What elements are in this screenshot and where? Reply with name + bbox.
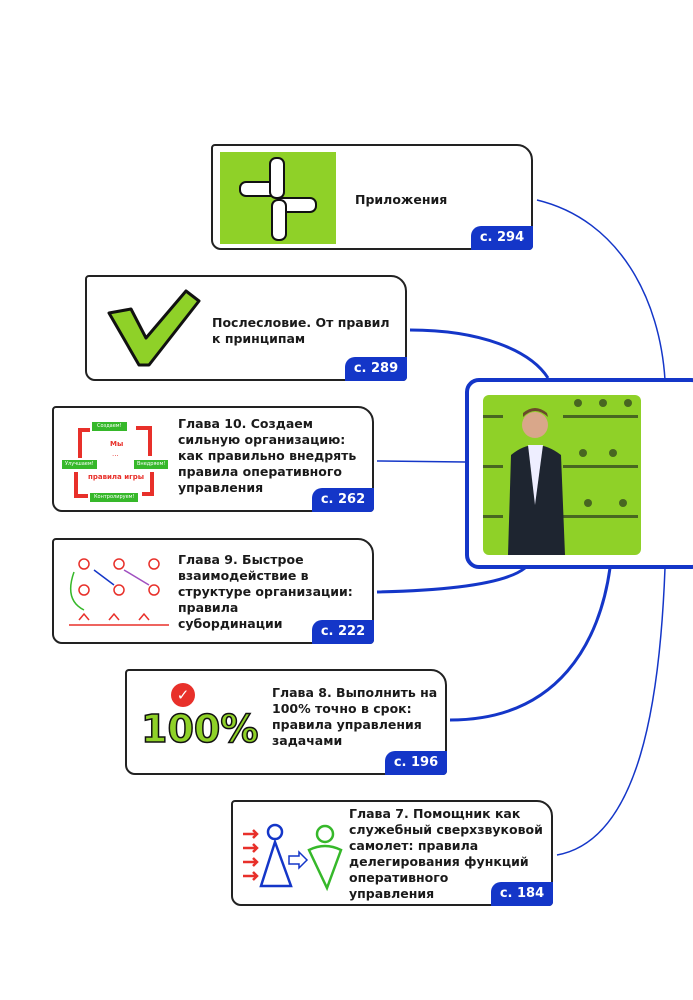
card-title: Глава 8. Выполнить на 100% точно в срок:… <box>272 685 438 748</box>
toc-card-chapter-9[interactable]: Глава 9. Быстрое взаимодействие в структ… <box>52 538 374 644</box>
toc-card-chapter-8[interactable]: ✓ 100% Глава 8. Выполнить на 100% точно … <box>125 669 447 775</box>
connector-line <box>376 460 466 463</box>
checkmark-icon <box>101 283 201 377</box>
author-photo <box>483 395 641 555</box>
card-title: Глава 10. Создаем сильную организацию: к… <box>178 416 357 495</box>
card-title-box: Глава 7. Помощник как служебный сверхзву… <box>349 806 551 904</box>
diagram-label: Контролируем! <box>90 493 139 502</box>
toc-card-chapter-10[interactable]: Создаем! Внедряем! Контролируем! Улучшае… <box>52 406 374 512</box>
cycle-diagram-icon: Создаем! Внедряем! Контролируем! Улучшае… <box>62 422 172 504</box>
diagram-label: Мы <box>110 440 124 448</box>
page-badge: с. 196 <box>385 751 447 775</box>
delegation-icon <box>241 822 351 896</box>
card-title: Глава 7. Помощник как служебный сверхзву… <box>349 806 543 901</box>
toc-card-appendix[interactable]: Приложения с. 294 <box>211 144 533 250</box>
toc-card-chapter-7[interactable]: Глава 7. Помощник как служебный сверхзву… <box>231 800 553 906</box>
org-structure-icon <box>64 550 174 644</box>
toc-card-afterword[interactable]: Послесловие. От правил к принципам с. 28… <box>85 275 407 381</box>
card-title: Глава 9. Быстрое взаимодействие в структ… <box>178 552 353 631</box>
author-photo-frame <box>465 378 693 569</box>
diagram-label: правила игры <box>88 473 145 481</box>
connector-line <box>536 199 666 381</box>
connector-line <box>409 328 550 379</box>
diagram-label: Создаем! <box>92 422 127 431</box>
percent-100-icon: 100% <box>140 706 259 752</box>
card-title-box: Глава 8. Выполнить на 100% точно в срок:… <box>272 685 444 773</box>
card-title: Послесловие. От правил к принципам <box>212 315 390 346</box>
page-badge: с. 289 <box>345 357 407 381</box>
connector-line <box>376 566 526 594</box>
red-check-icon: ✓ <box>171 683 195 707</box>
connector-line <box>556 567 666 856</box>
card-title-box: Глава 10. Создаем сильную организацию: к… <box>178 416 370 510</box>
card-title-box: Глава 9. Быстрое взаимодействие в структ… <box>178 552 370 642</box>
card-title-box: Послесловие. От правил к принципам <box>212 315 397 379</box>
diagram-label: Улучшаем! <box>62 460 97 469</box>
page-badge: с. 222 <box>312 620 374 644</box>
diagram-label: Внедряем! <box>134 460 169 469</box>
card-title-box: Приложения <box>355 192 525 248</box>
page-badge: с. 294 <box>471 226 533 250</box>
diagram-label: ... <box>112 450 119 458</box>
connector-line <box>449 567 612 722</box>
page-badge: с. 184 <box>491 882 553 906</box>
page-badge: с. 262 <box>312 488 374 512</box>
handshake-icon <box>220 152 336 244</box>
card-title: Приложения <box>355 192 448 207</box>
